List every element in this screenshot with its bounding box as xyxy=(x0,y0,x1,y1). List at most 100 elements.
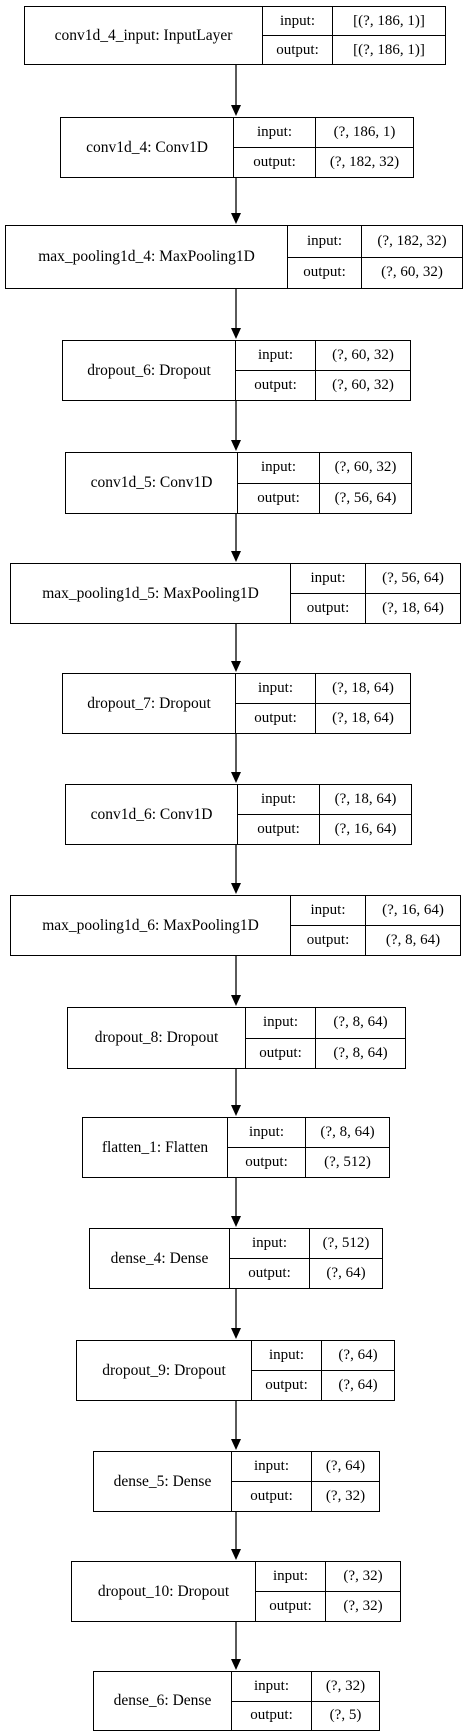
output-label: output: xyxy=(236,371,316,400)
input-row: input: (?, 186, 1) xyxy=(234,118,413,147)
input-row: input: (?, 18, 64) xyxy=(236,674,410,703)
io-table: input: (?, 32)output: (?, 32) xyxy=(256,1562,400,1621)
layer-name: dense_6: Dense xyxy=(94,1672,232,1730)
output-label: output: xyxy=(256,1592,326,1621)
output-shape: [(?, 186, 1)] xyxy=(353,41,425,58)
output-row: output:(?, 60, 32) xyxy=(236,370,410,400)
input-label: input: xyxy=(228,1118,306,1147)
layer-name: dense_5: Dense xyxy=(94,1452,232,1511)
arrowhead xyxy=(231,105,241,116)
layer-name: max_pooling1d_4: MaxPooling1D xyxy=(6,226,288,288)
io-table: input: (?, 186, 1) output: (?, 182, 32) xyxy=(234,118,413,177)
output-label: output: xyxy=(230,1259,310,1288)
input-shape: (?, 32) xyxy=(325,1677,366,1694)
output-row: output: (?, 182, 32) xyxy=(234,147,413,177)
input-shape: (?, 512) xyxy=(322,1235,370,1251)
input-label: input: xyxy=(238,453,320,483)
output-row: output:(?, 64) xyxy=(230,1258,382,1288)
output-row: output: (?, 18, 64) xyxy=(291,593,460,623)
output-shape: (?, 5) xyxy=(329,1707,362,1724)
output-label: output: xyxy=(232,1482,312,1511)
output-shape: (?, 18, 64) xyxy=(332,710,394,726)
output-label: output: xyxy=(228,1148,306,1177)
input-label: input: xyxy=(238,785,320,814)
arrowhead xyxy=(231,1439,241,1450)
input-row: input: (?, 512) xyxy=(230,1229,382,1258)
output-row: output: (?, 32) xyxy=(256,1591,400,1621)
input-label: input: xyxy=(232,1672,312,1701)
input-row: input: (?, 18, 64) xyxy=(238,785,411,814)
input-row: input:[(?, 186, 1)] xyxy=(263,7,445,35)
layer-name: dropout_8: Dropout xyxy=(68,1008,246,1068)
input-shape: (?, 18, 64) xyxy=(332,680,394,696)
input-shape: (?, 64) xyxy=(325,1458,366,1474)
io-table: input:(?, 64)output: (?, 64) xyxy=(252,1341,394,1400)
io-table: input:(?, 56, 64)output: (?, 18, 64) xyxy=(291,564,460,623)
arrowhead xyxy=(231,213,241,224)
input-label: input: xyxy=(256,1562,326,1591)
output-shape: (?, 64) xyxy=(338,1377,378,1393)
io-table: input:(?, 182, 32)output:(?, 60, 32) xyxy=(288,226,462,288)
input-row: input: (?, 60, 32) xyxy=(238,453,411,483)
input-shape: (?, 8, 64) xyxy=(320,1124,375,1140)
input-row: input:(?, 56, 64) xyxy=(291,564,460,593)
layer-name: dropout_7: Dropout xyxy=(63,674,236,733)
output-shape: (?, 182, 32) xyxy=(329,154,400,170)
output-shape: (?, 18, 64) xyxy=(382,600,444,616)
output-label: output: xyxy=(234,148,316,177)
input-label: input: xyxy=(236,674,316,703)
io-table: input: (?, 32) output:(?, 5) xyxy=(232,1672,379,1730)
input-label: input: xyxy=(232,1452,312,1481)
output-label: output: xyxy=(291,926,366,955)
output-label: output: xyxy=(252,1371,322,1400)
output-shape: (?, 512) xyxy=(324,1154,371,1170)
output-row: output: (?, 512) xyxy=(228,1147,389,1177)
input-row: input:(?, 64) xyxy=(252,1341,394,1370)
arrowhead xyxy=(231,328,241,339)
input-shape: (?, 18, 64) xyxy=(334,791,397,807)
output-row: output:(?, 5) xyxy=(232,1700,379,1730)
layer-name: dropout_6: Dropout xyxy=(63,341,236,400)
arrowhead xyxy=(231,883,241,894)
arrowhead xyxy=(231,772,241,783)
input-label: input: xyxy=(252,1341,322,1370)
input-label: input: xyxy=(230,1229,310,1258)
input-row: input:(?, 182, 32) xyxy=(288,226,462,257)
input-shape: (?, 186, 1) xyxy=(333,124,396,140)
io-table: input:(?, 18, 64)output:(?, 18, 64) xyxy=(236,674,410,733)
output-row: output:(?, 18, 64) xyxy=(236,703,410,733)
input-label: input: xyxy=(234,118,316,147)
input-label: input: xyxy=(291,896,366,925)
layer-name: conv1d_4_input: InputLayer xyxy=(25,7,263,64)
layer-name: max_pooling1d_6: MaxPooling1D xyxy=(11,896,291,955)
io-table: input: (?, 18, 64) output:(?, 16, 64) xyxy=(238,785,411,844)
output-shape: (?, 32) xyxy=(343,1598,383,1614)
io-table: input:(?, 60, 32)output:(?, 60, 32) xyxy=(236,341,410,400)
input-shape: (?, 60, 32) xyxy=(334,459,397,476)
layer-name: flatten_1: Flatten xyxy=(83,1118,228,1177)
output-row: output:(?, 16, 64) xyxy=(238,814,411,844)
input-label: input: xyxy=(263,7,333,35)
arrowhead xyxy=(231,1105,241,1116)
output-row: output: (?, 64) xyxy=(252,1370,394,1400)
input-row: input: (?, 32) xyxy=(232,1672,379,1701)
input-shape: (?, 8, 64) xyxy=(333,1014,388,1031)
arrowhead xyxy=(231,551,241,562)
input-row: input: (?, 8, 64) xyxy=(228,1118,389,1147)
io-table: input: (?, 512) output:(?, 64) xyxy=(230,1229,382,1288)
input-label: input: xyxy=(291,564,366,593)
arrowhead xyxy=(231,661,241,672)
output-label: output: xyxy=(291,594,366,623)
output-shape: (?, 8, 64) xyxy=(333,1044,388,1061)
